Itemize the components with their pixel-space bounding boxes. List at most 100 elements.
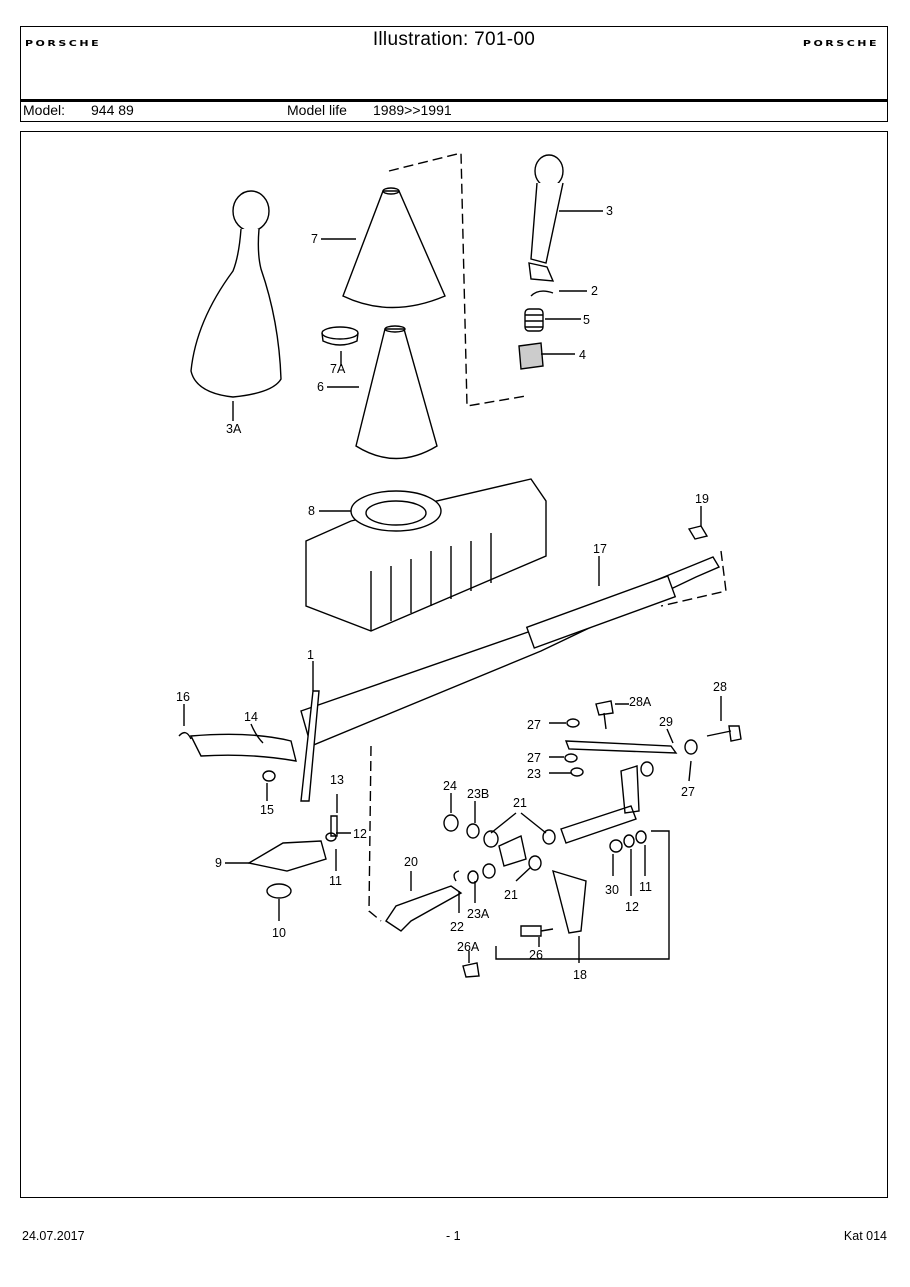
spring-5-icon	[524, 308, 544, 332]
selector-20-icon	[385, 885, 463, 932]
washer-23a2-icon	[467, 870, 479, 884]
svg-text:26A: 26A	[457, 940, 480, 954]
svg-text:12: 12	[353, 827, 367, 841]
brand-logo-left: PORSCHE	[25, 38, 102, 49]
svg-text:27: 27	[527, 718, 541, 732]
parts-diagram: 3 2 5 4 7 7A 6 3A 8 19 17 1 16 14 28A 28…	[176, 152, 742, 982]
bushing-27-icon	[684, 739, 698, 755]
svg-text:28A: 28A	[629, 695, 652, 709]
lever-18-icon	[552, 869, 587, 934]
header-divider	[20, 99, 888, 102]
svg-text:18: 18	[573, 968, 587, 982]
svg-text:17: 17	[593, 542, 607, 556]
svg-text:6: 6	[317, 380, 324, 394]
nut-24-icon	[443, 814, 459, 832]
knob-boot-3a-icon	[190, 190, 282, 398]
svg-text:14: 14	[244, 710, 258, 724]
svg-text:8: 8	[308, 504, 315, 518]
svg-text:7A: 7A	[330, 362, 346, 376]
cup-10-icon	[266, 883, 292, 899]
link-29-icon	[564, 740, 678, 754]
svg-text:30: 30	[605, 883, 619, 897]
block-21-icon	[498, 835, 527, 867]
bracket-line-icon	[495, 830, 670, 960]
clip-22-icon	[453, 870, 460, 882]
svg-text:2: 2	[591, 284, 598, 298]
washer-23b-icon	[466, 823, 480, 839]
washer-23a-icon	[482, 863, 496, 879]
washer-27a-icon	[566, 718, 580, 728]
svg-text:23B: 23B	[467, 787, 489, 801]
svg-text:13: 13	[330, 773, 344, 787]
svg-text:23: 23	[527, 767, 541, 781]
svg-text:23A: 23A	[467, 907, 490, 921]
bolt-26-icon	[520, 925, 554, 937]
washer-23-icon	[570, 767, 584, 777]
shift-rod-17-icon	[300, 556, 721, 747]
svg-text:19: 19	[695, 492, 709, 506]
model-label: Model:	[23, 102, 66, 118]
clip-16-icon	[178, 731, 192, 740]
bolt-13-icon	[330, 815, 338, 837]
svg-text:12: 12	[625, 900, 639, 914]
base-9-icon	[247, 840, 327, 872]
knob-3-icon	[528, 154, 564, 282]
svg-text:9: 9	[215, 856, 222, 870]
svg-text:16: 16	[176, 690, 190, 704]
svg-text:28: 28	[713, 680, 727, 694]
svg-text:11: 11	[329, 874, 342, 888]
svg-text:24: 24	[443, 779, 457, 793]
svg-text:1: 1	[307, 648, 314, 662]
svg-text:26: 26	[529, 948, 543, 962]
nut-30-icon	[609, 839, 623, 853]
console-housing-8-icon	[305, 478, 547, 632]
screw-26a-icon	[462, 962, 480, 978]
footer-page-number: - 1	[446, 1229, 461, 1243]
svg-text:11: 11	[639, 880, 652, 894]
model-life-label: Model life	[287, 102, 347, 118]
footer-catalog: Kat 014	[843, 1229, 887, 1243]
lever-1-icon	[300, 690, 320, 802]
washer-11b-icon	[325, 832, 337, 842]
shaft-bracket-icon	[560, 765, 640, 844]
svg-text:10: 10	[272, 926, 286, 940]
model-value: 944 89	[91, 102, 134, 118]
cone-7-icon	[342, 187, 446, 309]
clip-2-icon	[530, 290, 554, 297]
boot-6-icon	[355, 325, 438, 460]
footer-date: 24.07.2017	[22, 1229, 85, 1243]
tube-14-icon	[189, 733, 297, 762]
svg-text:4: 4	[579, 348, 586, 362]
bolt-28a-icon	[595, 700, 614, 730]
svg-text:29: 29	[659, 715, 673, 729]
svg-text:27: 27	[527, 751, 541, 765]
header-box: PORSCHE Illustration: 701-00 PORSCHE	[20, 26, 888, 100]
svg-text:15: 15	[260, 803, 274, 817]
svg-text:21: 21	[513, 796, 527, 810]
svg-text:20: 20	[404, 855, 418, 869]
svg-text:21: 21	[504, 888, 518, 902]
svg-text:3A: 3A	[226, 422, 242, 436]
bushing-27c-icon	[640, 761, 654, 777]
svg-text:22: 22	[450, 920, 464, 934]
washer-15-icon	[262, 770, 276, 782]
brand-logo-right: PORSCHE	[802, 38, 879, 49]
svg-text:3: 3	[606, 204, 613, 218]
model-bar: Model: 944 89 Model life 1989>>1991	[20, 102, 888, 122]
ring-7a-icon	[321, 326, 359, 346]
ring-21a-icon	[483, 830, 499, 848]
ring-21c-icon	[528, 855, 542, 871]
washer-27b-icon	[564, 753, 578, 763]
screw-19-icon	[687, 525, 709, 540]
ring-21b-icon	[542, 829, 556, 845]
page-title: Illustration: 701-00	[372, 29, 536, 50]
illustration-frame: 3 2 5 4 7 7A 6 3A 8 19 17 1 16 14 28A 28…	[20, 131, 888, 1198]
bolt-28-icon	[706, 725, 742, 742]
bushing-4-icon	[518, 342, 544, 370]
svg-text:7: 7	[311, 232, 318, 246]
washer-11-icon	[635, 830, 647, 844]
svg-text:5: 5	[583, 313, 590, 327]
model-life-value: 1989>>1991	[373, 102, 452, 118]
svg-text:27: 27	[681, 785, 695, 799]
washer-12-icon	[623, 834, 635, 848]
